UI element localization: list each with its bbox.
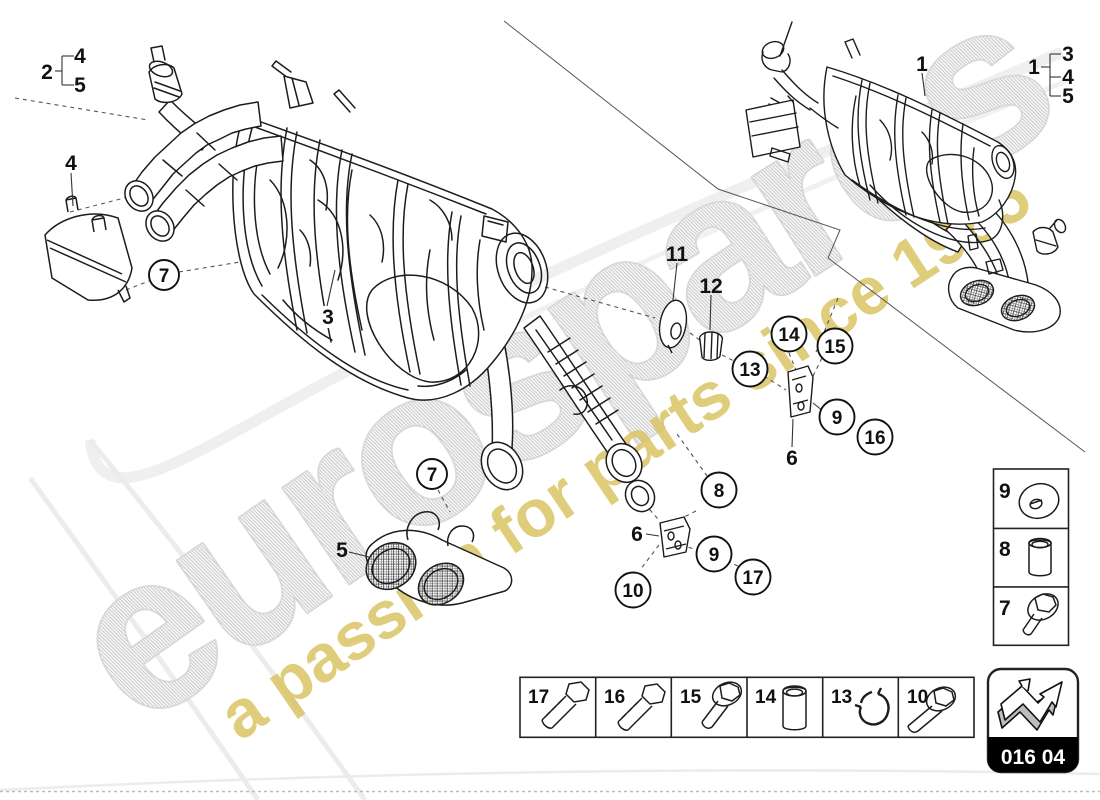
svg-text:7: 7 bbox=[427, 465, 438, 486]
svg-text:7: 7 bbox=[999, 597, 1011, 620]
svg-text:9: 9 bbox=[832, 408, 843, 429]
svg-text:3: 3 bbox=[1062, 43, 1074, 66]
svg-text:5: 5 bbox=[336, 539, 348, 562]
svg-text:12: 12 bbox=[699, 275, 722, 298]
svg-text:7: 7 bbox=[159, 266, 170, 287]
svg-text:3: 3 bbox=[322, 306, 334, 329]
svg-text:8: 8 bbox=[999, 538, 1011, 561]
svg-text:11: 11 bbox=[666, 243, 689, 266]
svg-text:9: 9 bbox=[709, 545, 720, 566]
svg-text:17: 17 bbox=[742, 568, 763, 589]
svg-text:16: 16 bbox=[864, 428, 885, 449]
svg-text:16: 16 bbox=[604, 687, 625, 708]
svg-text:14: 14 bbox=[778, 325, 800, 346]
svg-text:9: 9 bbox=[999, 480, 1011, 503]
svg-text:1: 1 bbox=[916, 53, 928, 76]
svg-text:6: 6 bbox=[786, 447, 798, 470]
svg-text:4: 4 bbox=[74, 45, 86, 68]
svg-text:5: 5 bbox=[74, 74, 86, 97]
svg-text:2: 2 bbox=[41, 61, 53, 84]
svg-text:14: 14 bbox=[755, 687, 777, 708]
svg-text:15: 15 bbox=[824, 337, 846, 358]
svg-text:5: 5 bbox=[1062, 85, 1074, 108]
svg-text:4: 4 bbox=[65, 152, 77, 175]
svg-text:4: 4 bbox=[1062, 66, 1074, 89]
svg-text:8: 8 bbox=[714, 481, 725, 502]
svg-text:13: 13 bbox=[831, 687, 852, 708]
svg-text:1: 1 bbox=[1028, 56, 1040, 79]
svg-text:17: 17 bbox=[528, 687, 549, 708]
svg-text:10: 10 bbox=[907, 687, 928, 708]
svg-text:13: 13 bbox=[739, 360, 760, 381]
svg-text:15: 15 bbox=[680, 687, 702, 708]
svg-text:10: 10 bbox=[622, 581, 643, 602]
svg-text:016 04: 016 04 bbox=[1001, 746, 1066, 769]
svg-text:6: 6 bbox=[631, 523, 643, 546]
